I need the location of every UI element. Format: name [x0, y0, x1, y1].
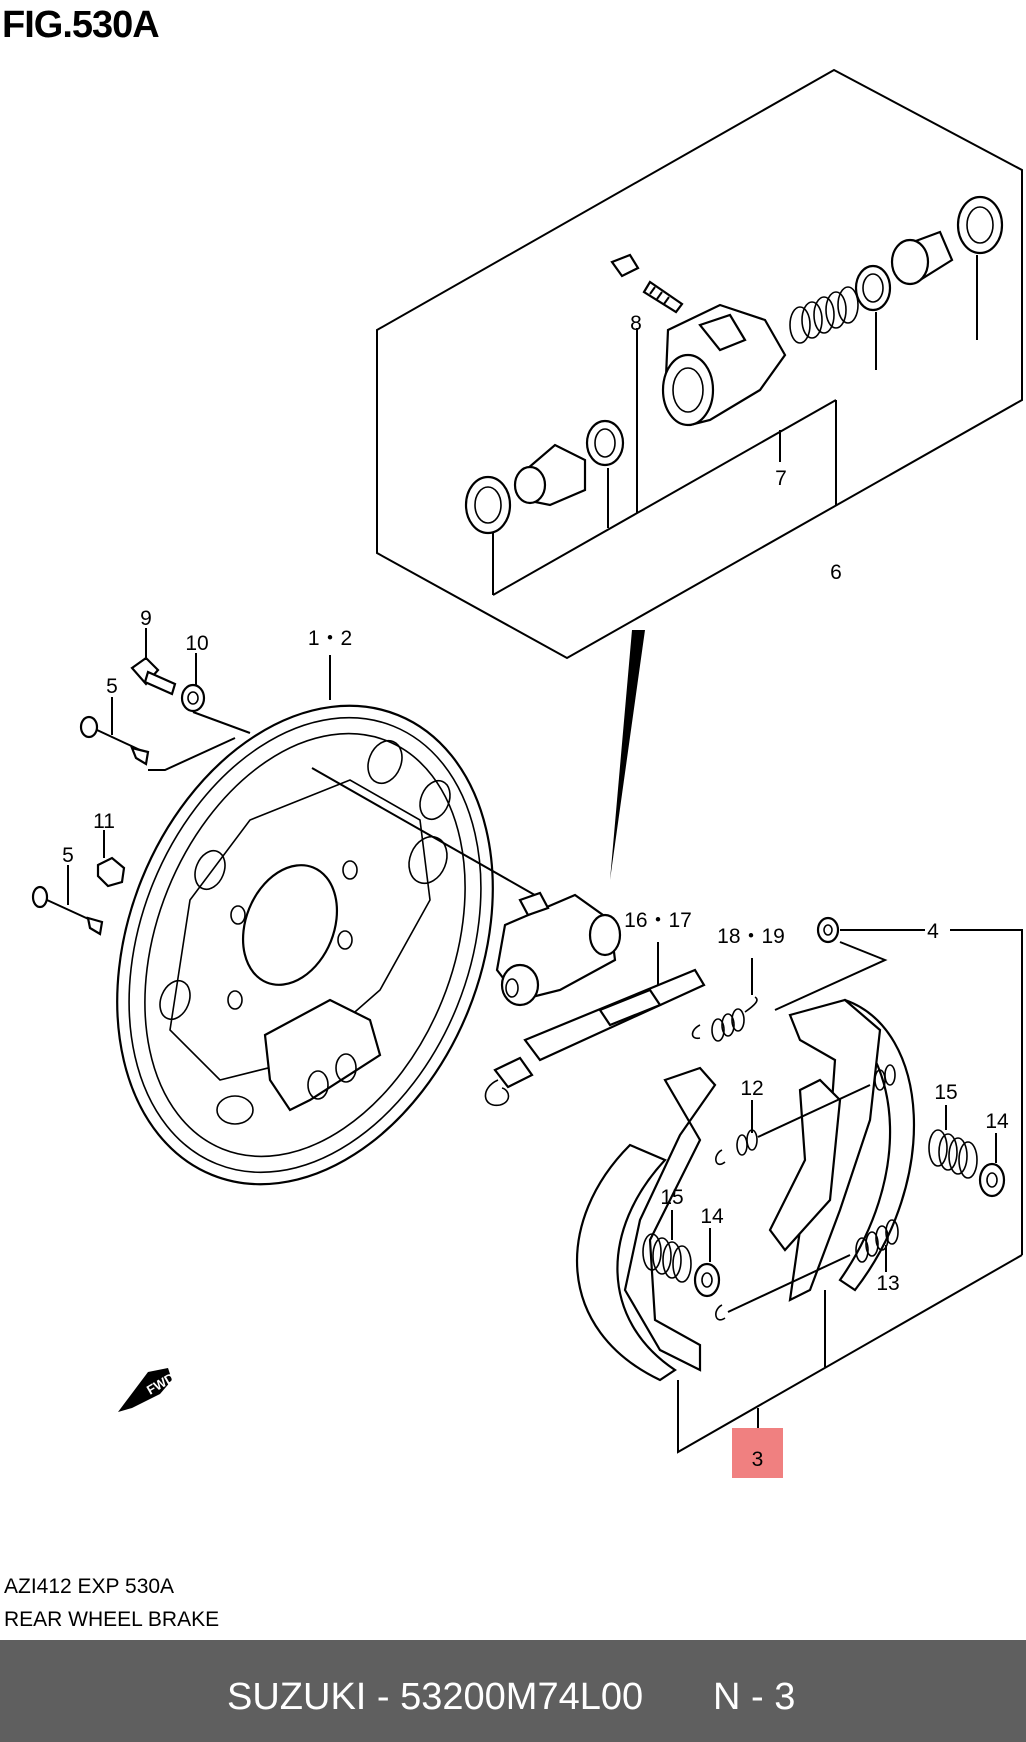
strut-spring — [691, 996, 758, 1042]
hold-down-spring-left — [642, 1233, 692, 1283]
callout-16-17: 16・17 — [624, 909, 692, 932]
hold-down-cup-right — [978, 1162, 1006, 1198]
cylinder-leader-lines — [492, 255, 978, 596]
adjuster-washer — [816, 916, 840, 944]
cylinder-cup-left — [585, 419, 625, 467]
backing-plate-cylinder-line — [311, 767, 541, 899]
cylinder-cup-right — [854, 264, 892, 312]
bolt — [130, 656, 177, 696]
figure-title: FIG.530A — [2, 4, 160, 46]
figure-code: AZI412 EXP 530A — [4, 1575, 175, 1598]
callout-15-right: 15 — [934, 1081, 957, 1104]
callout-14-left: 14 — [700, 1205, 724, 1228]
callout-5-lower: 5 — [62, 844, 74, 867]
position-text: N - 3 — [713, 1676, 796, 1718]
cylinder-body — [661, 303, 787, 427]
bleeder-screw — [610, 253, 684, 314]
callout-12: 12 — [740, 1077, 763, 1100]
figure-name: REAR WHEEL BRAKE — [4, 1608, 220, 1631]
callout-8: 8 — [630, 312, 642, 335]
footer-bar: SUZUKI - 53200M74L00 N - 3 — [0, 1640, 1026, 1742]
callout-5-upper: 5 — [106, 675, 118, 698]
cylinder-nut — [96, 856, 126, 888]
cylinder-spring — [789, 286, 859, 344]
wheel-cylinder-assembly — [495, 891, 622, 1007]
callout-4: 4 — [927, 920, 939, 943]
hold-down-spring-right — [928, 1129, 978, 1179]
lower-return-spring — [715, 1219, 899, 1321]
callout-18-19: 18・19 — [717, 925, 785, 948]
callout-13: 13 — [876, 1272, 899, 1295]
callout-9: 9 — [140, 607, 152, 630]
washer — [180, 683, 206, 713]
part-number-text: SUZUKI - 53200M74L00 — [227, 1676, 644, 1718]
cylinder-piston-left — [513, 443, 587, 507]
pointer-wedge — [610, 630, 645, 880]
cylinder-piston-right — [890, 230, 954, 286]
leader-4-right — [950, 929, 1023, 1255]
highlighted-part-callout[interactable]: 3 — [732, 1428, 783, 1478]
upper-return-spring — [715, 1064, 896, 1166]
wheel-cylinder-kit-box — [376, 68, 1023, 660]
callout-11: 11 — [93, 810, 115, 833]
backing-plate — [116, 704, 494, 1186]
callout-10: 10 — [185, 632, 208, 655]
brake-shoe-leading — [575, 1066, 717, 1382]
adjuster-strut — [484, 968, 706, 1106]
callout-1-2: 1・2 — [308, 627, 352, 650]
brake-shoe-trailing — [768, 998, 915, 1302]
callout-14-right: 14 — [985, 1110, 1009, 1133]
callout-15-left: 15 — [660, 1186, 683, 1209]
fwd-arrow-icon: FWD — [118, 1368, 177, 1412]
shoe-hold-pin-lower — [31, 885, 104, 936]
callout-7: 7 — [775, 467, 787, 490]
shoe-hold-pin-upper — [79, 715, 150, 766]
shoe-set-bracket — [677, 1254, 1023, 1454]
leader-10 — [192, 711, 251, 734]
cylinder-boot-left — [464, 475, 512, 535]
cylinder-boot-right — [956, 195, 1004, 255]
leader-5a — [148, 737, 236, 771]
highlighted-part-number: 3 — [751, 1448, 764, 1471]
callout-6: 6 — [830, 561, 842, 584]
leader-4-branch — [774, 941, 888, 1011]
hold-down-cup-left — [693, 1262, 721, 1298]
